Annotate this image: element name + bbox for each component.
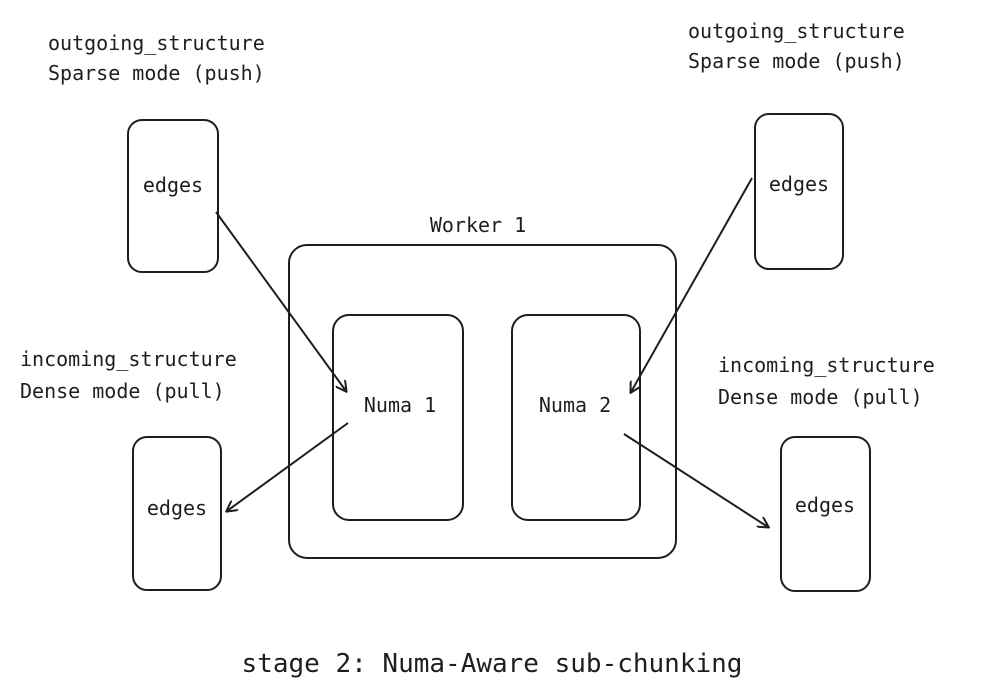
mid-left-structure-label: incoming_structure [20,347,237,371]
numa-2-box: Numa 2 [511,314,641,521]
top-right-mode-label: Sparse mode (push) [688,49,905,73]
mid-left-mode-label: Dense mode (pull) [20,379,225,403]
edges-label-top-right: edges [769,172,829,196]
arrow-edges-top-left-to-numa-1 [215,211,346,391]
edges-box-top-left: edges [127,119,219,273]
edges-label-bottom-right: edges [795,493,855,517]
diagram-caption: stage 2: Numa-Aware sub-chunking [242,649,743,679]
edges-label-top-left: edges [143,173,203,197]
arrow-numa-2-to-edges-bottom-right [623,433,768,527]
numa-1-box: Numa 1 [332,314,464,521]
edges-box-bottom-left: edges [132,436,222,591]
mid-right-structure-label: incoming_structure [718,353,935,377]
top-right-structure-label: outgoing_structure [688,19,905,43]
top-left-mode-label: Sparse mode (push) [48,61,265,85]
numa-1-label: Numa 1 [364,393,436,417]
arrow-edges-top-right-to-numa-2 [631,177,753,392]
top-left-structure-label: outgoing_structure [48,31,265,55]
numa-2-label: Numa 2 [539,393,611,417]
edges-box-top-right: edges [754,113,844,270]
mid-right-mode-label: Dense mode (pull) [718,385,923,409]
arrow-numa-1-to-edges-bottom-left [227,422,349,511]
worker-box [288,244,677,559]
edges-box-bottom-right: edges [780,436,871,592]
edges-label-bottom-left: edges [147,496,207,520]
worker-title: Worker 1 [430,213,526,237]
